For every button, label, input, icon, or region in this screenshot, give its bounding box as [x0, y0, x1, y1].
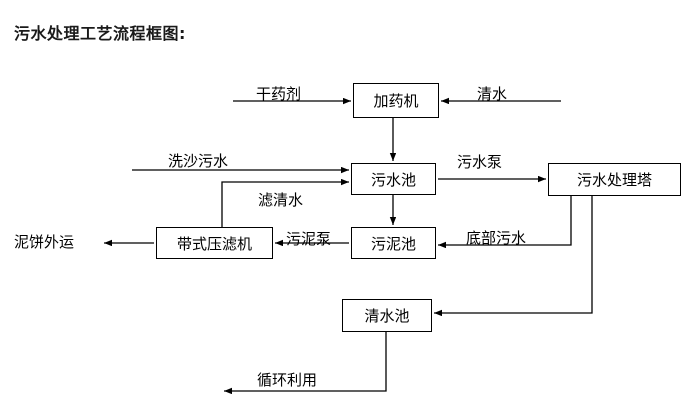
node-belt-filter-press[interactable]: 带式压滤机 — [156, 227, 273, 259]
wire-filtered-water-to-wastewater-pool — [221, 178, 349, 227]
edge-label-clean-water-input: 清水 — [477, 85, 508, 103]
edge-label-sludge-pump: 污泥泵 — [286, 230, 332, 248]
node-label: 带式压滤机 — [176, 234, 252, 253]
node-wastewater-pool[interactable]: 污水池 — [351, 163, 436, 195]
wire-clean-water-pool-to-recycle — [224, 332, 387, 395]
node-label: 清水池 — [364, 307, 410, 325]
node-label: 加药机 — [373, 92, 419, 110]
node-sludge-pool[interactable]: 污泥池 — [351, 227, 436, 259]
edge-label-bottom-sewage: 底部污水 — [466, 229, 527, 247]
node-dosing-machine[interactable]: 加药机 — [353, 83, 439, 118]
wire-tower-bottom-sewage-to-sludge-pool — [438, 196, 572, 249]
edge-label-filtered-water: 滤清水 — [258, 191, 304, 209]
node-label: 污水池 — [370, 170, 416, 189]
node-label: 污水处理塔 — [576, 171, 652, 189]
node-treatment-tower[interactable]: 污水处理塔 — [548, 163, 681, 196]
edge-label-recycle-reuse: 循环利用 — [257, 371, 318, 389]
wire-tower-to-clean-water-pool — [434, 196, 593, 317]
node-label: 污泥池 — [370, 234, 416, 253]
node-clean-water-pool[interactable]: 清水池 — [342, 299, 432, 332]
edge-label-dry-chemical: 干药剂 — [256, 85, 302, 103]
edge-label-sand-wash-sewage: 洗沙污水 — [168, 152, 229, 170]
edge-label-sewage-pump: 污水泵 — [457, 153, 503, 171]
page-title: 污水处理工艺流程框图: — [14, 24, 186, 43]
edge-label-mud-cake-outbound: 泥饼外运 — [14, 233, 75, 251]
